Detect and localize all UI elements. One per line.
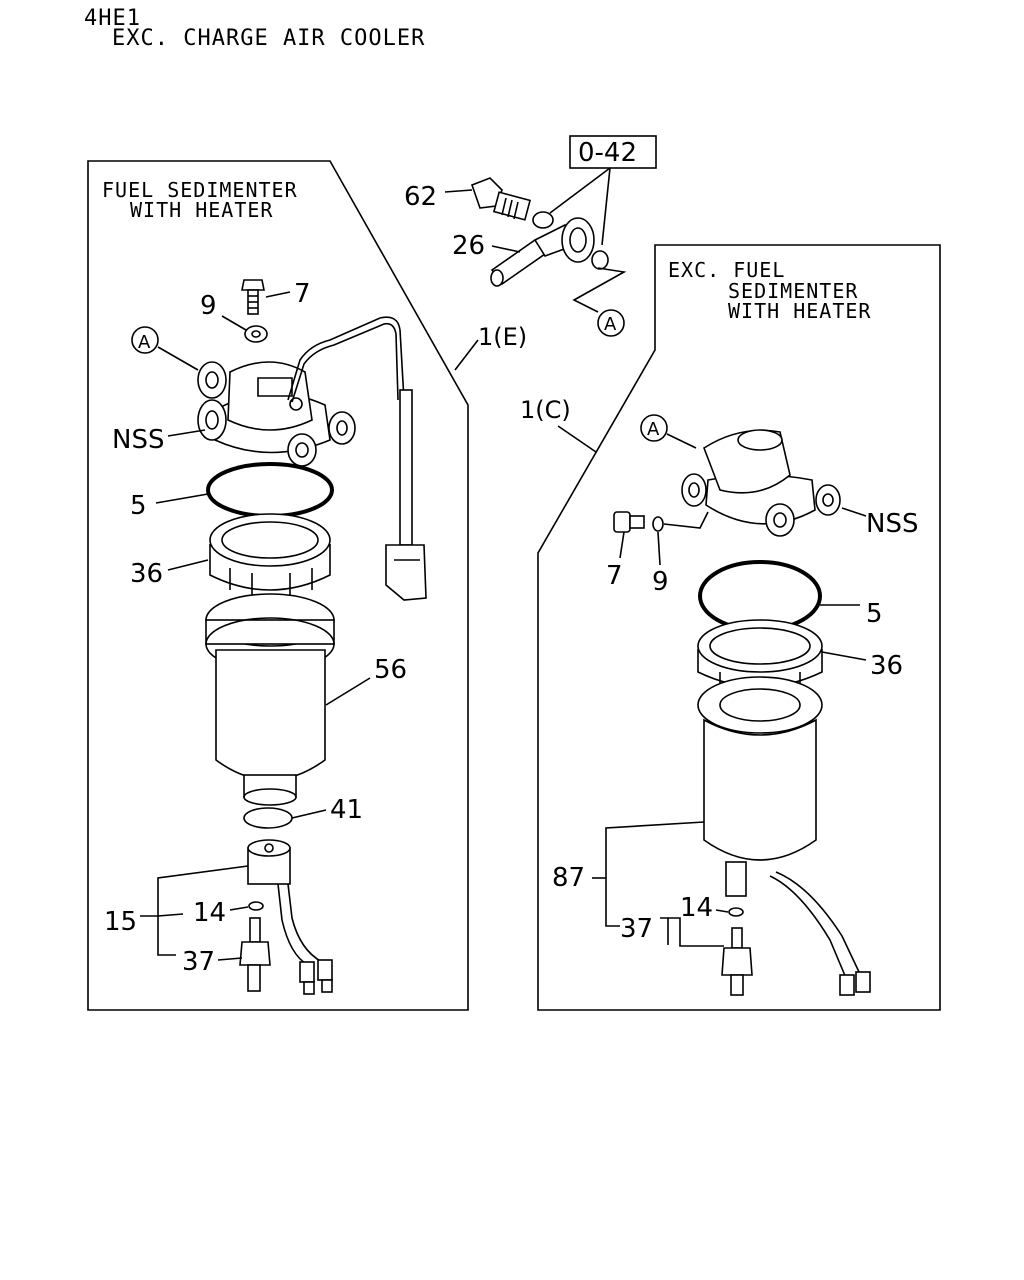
left-callout-37: 37 — [182, 947, 215, 977]
left-circle-ref — [131, 326, 159, 354]
left-callout-56: 56 — [374, 655, 407, 685]
right-callout-87: 87 — [552, 863, 585, 893]
right-drain-plug-37 — [721, 927, 753, 996]
top-circle-ref — [597, 309, 625, 337]
left-o-ring-5 — [206, 462, 334, 518]
left-filter-head — [197, 361, 356, 467]
left-callout-15: 15 — [104, 907, 137, 937]
right-callout-37: 37 — [620, 914, 653, 944]
left-ring-14 — [248, 901, 264, 911]
left-callout-5: 5 — [130, 491, 147, 521]
left-heater-wire — [287, 316, 405, 401]
left-wire-sleeve — [399, 389, 413, 546]
right-circle-ref — [640, 414, 668, 442]
circle-ref-leader — [572, 267, 627, 313]
left-panel-frame — [87, 160, 469, 1011]
right-panel-frame — [537, 244, 941, 1011]
left-callout-41: 41 — [330, 795, 363, 825]
right-callout-9: 9 — [652, 567, 669, 597]
top-parts: 0-42 62 26 A — [404, 135, 657, 337]
right-callout-36: 36 — [870, 651, 903, 681]
right-panel-title-line3: WITH HEATER — [728, 299, 871, 323]
gasket-lower — [591, 250, 609, 270]
left-drain-plug-37 — [239, 917, 271, 992]
left-bolt-7 — [241, 279, 265, 315]
right-callout-nss: NSS — [866, 509, 918, 539]
callout-62: 62 — [404, 182, 437, 212]
right-panel-title-line2: SEDIMENTER — [728, 279, 858, 303]
right-bracket-87 — [605, 821, 705, 927]
right-callout-5: 5 — [866, 599, 883, 629]
right-washer-9 — [652, 516, 664, 532]
left-ring-nut-36 — [209, 513, 331, 596]
left-callout-7: 7 — [294, 279, 311, 309]
ref-box-label: 0-42 — [578, 138, 637, 168]
right-ring-14 — [728, 907, 744, 917]
right-circle-ref-label: A — [647, 419, 660, 440]
right-callout-14: 14 — [680, 893, 713, 923]
banjo-bolt-62 — [470, 177, 532, 221]
left-connector — [385, 544, 427, 601]
right-assembly-label: 1(C) — [520, 396, 571, 424]
left-callout-9: 9 — [200, 291, 217, 321]
right-callout-7: 7 — [606, 561, 623, 591]
left-callout-14: 14 — [193, 898, 226, 928]
left-sensor-15 — [247, 839, 333, 995]
callout-26: 26 — [452, 231, 485, 261]
top-circle-ref-label: A — [604, 314, 617, 335]
left-panel: FUEL SEDIMENTER WITH HEATER 7 9 A — [87, 160, 527, 1011]
right-filter-head — [681, 429, 841, 537]
left-panel-title-line2: WITH HEATER — [130, 198, 273, 222]
left-assembly-label: 1(E) — [478, 323, 527, 351]
left-o-ring-41 — [243, 807, 293, 829]
left-callout-36: 36 — [130, 559, 163, 589]
eye-pipe-26 — [490, 217, 595, 287]
left-circle-ref-label: A — [138, 332, 151, 353]
gasket-upper — [532, 211, 554, 229]
right-panel: EXC. FUEL SEDIMENTER WITH HEATER 1(C) A … — [520, 244, 941, 1011]
left-callout-nss: NSS — [112, 425, 164, 455]
left-panel-title-line1: FUEL SEDIMENTER — [102, 178, 298, 202]
left-element-56 — [205, 593, 335, 806]
ref-box — [569, 135, 657, 169]
right-panel-title-line1: EXC. FUEL — [668, 258, 785, 282]
variant-title: EXC. CHARGE AIR COOLER — [112, 26, 426, 51]
right-element-87 — [697, 676, 871, 996]
model-code: 4HE1 — [84, 6, 141, 31]
right-bolt-7 — [613, 511, 645, 533]
